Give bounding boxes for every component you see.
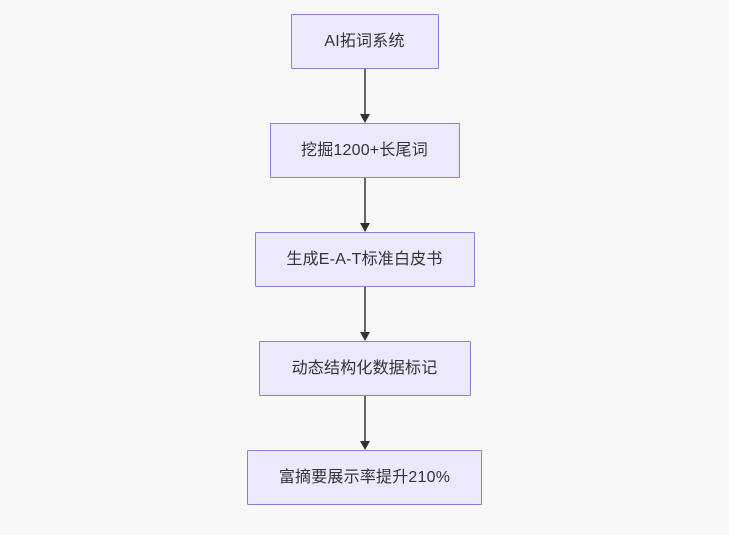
arrow-head-icon [359, 223, 370, 232]
edge-line-icon [363, 287, 366, 333]
flowchart-node-n5[interactable]: 富摘要展示率提升210% [247, 450, 482, 505]
flowchart-node-n3[interactable]: 生成E-A-T标准白皮书 [254, 232, 475, 287]
arrow-head-icon [359, 441, 370, 450]
flowchart-node-n5-label: 富摘要展示率提升210% [278, 468, 451, 486]
flowchart-node-n1[interactable]: AI拓词系统 [290, 14, 439, 69]
flowchart-edge-n4-n5 [357, 396, 373, 450]
flowchart-node-n4[interactable]: 动态结构化数据标记 [258, 341, 471, 396]
edge-line-icon [363, 69, 366, 115]
flowchart-edge-n3-n4 [357, 287, 373, 341]
flowchart-node-n4-label: 动态结构化数据标记 [291, 359, 438, 377]
flowchart-node-n2-label: 挖掘1200+长尾词 [301, 141, 428, 159]
flowchart-edge-n1-n2 [357, 69, 373, 123]
edge-line-icon [363, 178, 366, 224]
edge-line-icon [363, 396, 366, 442]
arrow-head-icon [359, 114, 370, 123]
flowchart-edge-n2-n3 [357, 178, 373, 232]
flowchart-node-n3-label: 生成E-A-T标准白皮书 [286, 250, 443, 268]
flowchart-node-n1-label: AI拓词系统 [324, 32, 405, 50]
arrow-head-icon [359, 332, 370, 341]
flowchart-node-n2[interactable]: 挖掘1200+长尾词 [269, 123, 460, 178]
